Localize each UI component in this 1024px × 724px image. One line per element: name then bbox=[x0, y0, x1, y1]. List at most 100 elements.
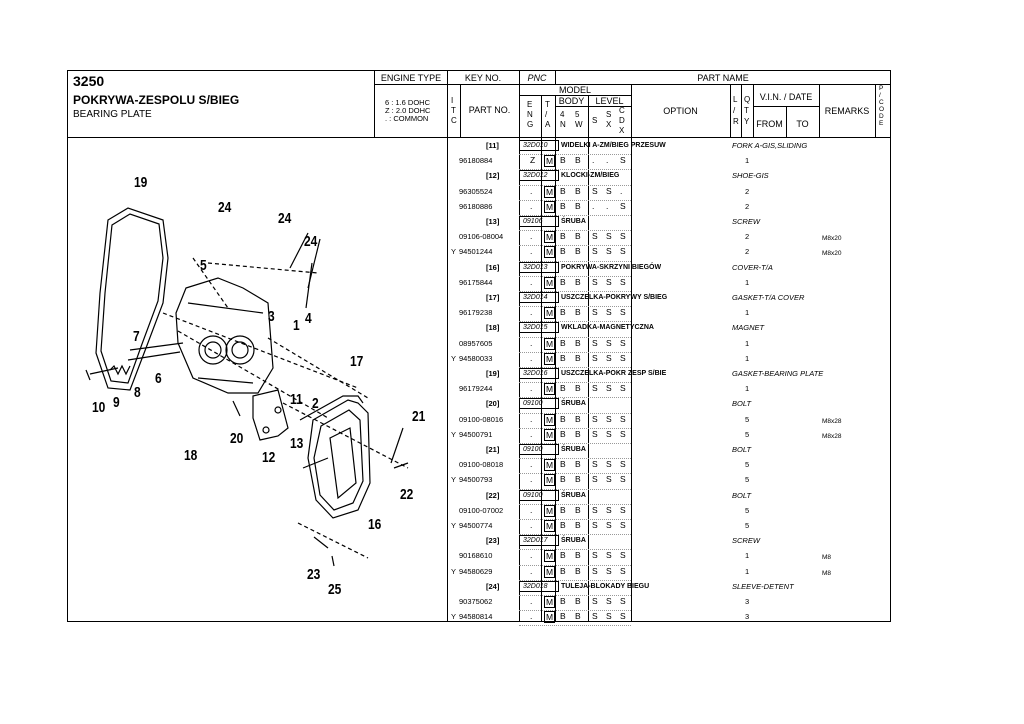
callout-8: 8 bbox=[134, 384, 141, 401]
level-cdx: S bbox=[620, 565, 626, 576]
group-name: POKRYWA-SKRZYNI BIEGÓW bbox=[561, 263, 662, 271]
level-cdx: S bbox=[620, 200, 626, 211]
group-key: [20] bbox=[486, 399, 500, 409]
level-cdx: S bbox=[620, 504, 626, 515]
part-number: 08957605 bbox=[459, 338, 493, 348]
body-5w: B bbox=[575, 550, 581, 561]
page-title: POKRYWA-ZESPOLU S/BIEG bbox=[73, 93, 240, 107]
body-4n: B bbox=[560, 352, 566, 363]
body-4n: B bbox=[560, 504, 566, 515]
part-number: 90168610 bbox=[459, 551, 493, 561]
quantity: 3 bbox=[745, 597, 750, 606]
group-name: KLOCKI-ZM/BIEG bbox=[561, 172, 620, 180]
group-key: [16] bbox=[486, 262, 500, 272]
body-5w: B bbox=[575, 428, 581, 439]
quantity: 2 bbox=[745, 186, 750, 196]
itc-flag: Y bbox=[451, 247, 457, 257]
body-5w: B bbox=[575, 383, 581, 394]
divider bbox=[374, 84, 447, 85]
eng-code: . bbox=[530, 520, 533, 530]
pnc-code: 09100 bbox=[519, 398, 559, 410]
body-5w: B bbox=[575, 474, 581, 485]
quantity: 2 bbox=[745, 232, 750, 242]
ta-label: T / A bbox=[545, 100, 551, 129]
group-name-en: COVER-T/A bbox=[732, 262, 773, 272]
itc-flag: Y bbox=[451, 521, 457, 530]
level-cdx: S bbox=[620, 428, 626, 439]
row-separator bbox=[519, 473, 631, 475]
w5-label: 5 W bbox=[575, 110, 583, 129]
level-cdx: S bbox=[620, 276, 626, 287]
level-sx: S bbox=[606, 231, 612, 242]
remarks: M8x28 bbox=[822, 432, 842, 440]
callout-24c: 24 bbox=[304, 233, 318, 250]
body-4n: B bbox=[560, 474, 566, 485]
part-number: 96179238 bbox=[459, 308, 493, 318]
level-cdx: S bbox=[620, 246, 626, 257]
level-cdx: S bbox=[620, 231, 626, 242]
row-separator bbox=[519, 351, 631, 353]
group-name-en: BOLT bbox=[732, 399, 752, 409]
body-4n: B bbox=[560, 565, 566, 576]
divider bbox=[519, 95, 631, 96]
callout-16: 16 bbox=[368, 516, 382, 533]
level-s: S bbox=[592, 459, 598, 470]
from-label: FROM bbox=[756, 119, 783, 129]
level-s: S bbox=[592, 611, 598, 622]
cdx-label: C D X bbox=[619, 106, 625, 135]
eng-code: . bbox=[530, 413, 533, 424]
quantity: 5 bbox=[745, 505, 750, 515]
group-key: [23] bbox=[486, 536, 500, 546]
row-separator bbox=[519, 595, 631, 596]
level-s: . bbox=[592, 200, 595, 211]
ta-code: M bbox=[544, 200, 556, 213]
divider bbox=[447, 70, 448, 622]
quantity: 1 bbox=[745, 566, 750, 576]
row-separator bbox=[519, 534, 631, 536]
group-name-en: SHOE-GIS bbox=[732, 171, 769, 181]
divider bbox=[819, 84, 820, 137]
level-sx: S bbox=[606, 474, 612, 485]
group-name: ŚRUBA bbox=[561, 446, 586, 453]
ta-code: M bbox=[544, 246, 556, 259]
engine-type-label: ENGINE TYPE bbox=[380, 73, 442, 83]
body-4n: B bbox=[560, 459, 566, 470]
exploded-diagram bbox=[85, 207, 409, 567]
group-key: [21] bbox=[486, 445, 500, 454]
level-s: S bbox=[592, 565, 598, 576]
ta-code: M bbox=[544, 276, 556, 289]
level-sx: S bbox=[606, 383, 612, 394]
level-cdx: S bbox=[620, 611, 626, 622]
callout-18: 18 bbox=[184, 447, 198, 464]
group-name-en: SCREW bbox=[732, 217, 760, 226]
ref-number: 3250 bbox=[73, 73, 105, 89]
divider bbox=[741, 84, 742, 137]
row-separator bbox=[519, 443, 631, 444]
eng-code: . bbox=[530, 474, 533, 485]
body-4n: B bbox=[560, 550, 566, 561]
level-cdx: S bbox=[620, 413, 626, 424]
part-number: 94580814 bbox=[459, 612, 493, 622]
row-separator bbox=[519, 458, 631, 460]
remarks: M8x20 bbox=[822, 250, 842, 258]
body-4n: B bbox=[560, 246, 566, 257]
row-separator bbox=[519, 367, 631, 368]
row-separator bbox=[519, 382, 631, 384]
body-5w: B bbox=[575, 231, 581, 242]
eng-code: . bbox=[530, 611, 533, 622]
level-cdx: S bbox=[620, 520, 626, 530]
divider bbox=[519, 70, 520, 622]
level-sx: S bbox=[606, 520, 612, 530]
row-separator bbox=[519, 503, 631, 505]
row-separator bbox=[519, 230, 631, 232]
remarks: M8x20 bbox=[822, 235, 842, 243]
row-separator bbox=[519, 336, 631, 338]
row-separator bbox=[519, 245, 631, 247]
part-number: 96175844 bbox=[459, 277, 493, 287]
eng-code: . bbox=[530, 231, 533, 242]
ta-code: M bbox=[544, 504, 556, 517]
level-sx: S bbox=[606, 550, 612, 561]
level-sx: S bbox=[606, 352, 612, 363]
ta-code: M bbox=[544, 428, 556, 441]
body-4n: B bbox=[560, 185, 566, 196]
